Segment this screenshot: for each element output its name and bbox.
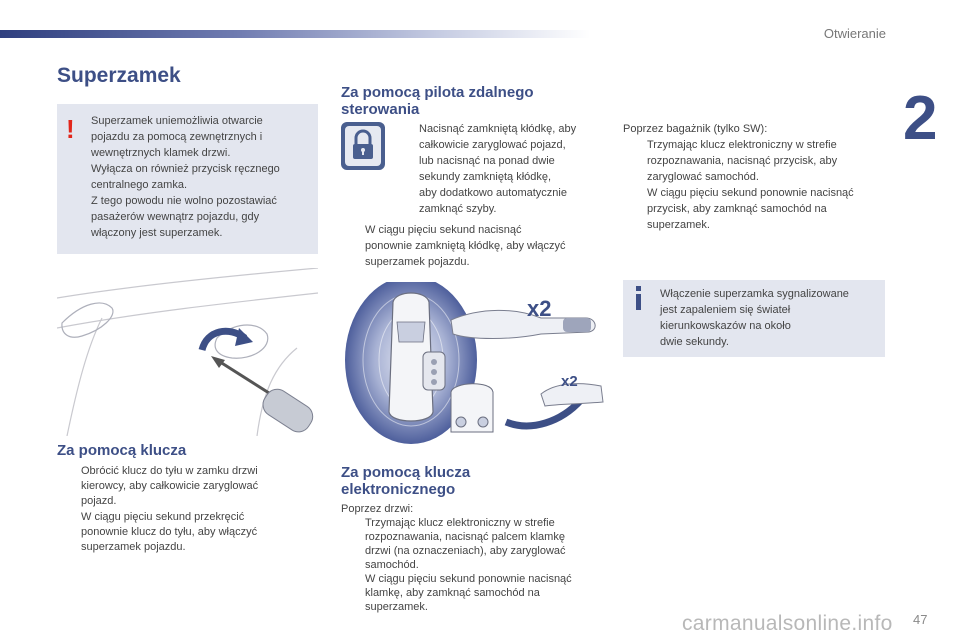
section-name: Otwieranie	[823, 26, 886, 41]
bullet-line: całkowicie zaryglować pojazd,	[419, 139, 566, 151]
car-zone-illustration: x2 x2	[345, 282, 604, 444]
bullet-line: Nacisnąć zamkniętą kłódkę, aby	[419, 123, 577, 135]
bullet-line: zaryglować samochód.	[647, 171, 759, 183]
title-line: elektronicznego	[341, 481, 456, 498]
trunk-section-text: Poprzez bagażnik (tylko SW): Trzymając k…	[623, 121, 885, 233]
bullet-line: kierowcy, aby całkowicie zaryglować	[81, 480, 259, 492]
ekey-intro: Poprzez drzwi:	[341, 503, 414, 515]
remote-bullet-2: W ciągu pięciu sekund nacisnąć ponownie …	[341, 222, 616, 270]
title-line: sterowania	[341, 101, 420, 118]
bullet-line: rozpoznawania, nacisnąć palcem klamkę	[365, 531, 565, 543]
bullet-line: pojazd.	[81, 495, 117, 507]
bullet-line: superzamek pojazdu.	[81, 541, 186, 553]
bullet-line: Trzymając klucz elektroniczny w strefie	[365, 517, 555, 529]
bullet-item: Trzymając klucz elektroniczny w strefie …	[623, 137, 885, 185]
warning-line: wewnętrznych klamek drzwi.	[91, 147, 231, 159]
watermark: carmanualsonline.info	[682, 612, 893, 635]
bullet-line: W ciągu pięciu sekund ponownie nacisnąć	[647, 187, 854, 199]
title-line: Za pomocą pilota zdalnego	[341, 84, 534, 101]
info-line: jest zapaleniem się świateł	[660, 304, 791, 316]
page-number: 47	[913, 612, 928, 627]
warning-box: ! Superzamek uniemożliwia otwarcie pojaz…	[57, 104, 318, 254]
bullet-item: W ciągu pięciu sekund ponownie nacisnąć …	[623, 185, 885, 233]
page-title: Superzamek	[57, 64, 181, 87]
warning-line: pojazdu za pomocą zewnętrznych i	[91, 131, 263, 143]
bullet-item: Trzymając klucz elektroniczny w strefie …	[341, 516, 616, 572]
bullet-line: samochód.	[365, 559, 419, 571]
header-bar	[0, 30, 590, 38]
warning-line: Z tego powodu nie wolno pozostawiać	[91, 195, 277, 207]
remote-bullet-1: Nacisnąć zamkniętą kłódkę, aby całkowici…	[395, 121, 615, 217]
title-line: Za pomocą klucza	[341, 464, 471, 481]
warning-line: Wyłącza on również przycisk ręcznego	[91, 163, 280, 175]
bullet-line: Trzymając klucz elektroniczny w strefie	[647, 139, 837, 151]
bullet-line: rozpoznawania, nacisnąć przycisk, aby	[647, 155, 838, 167]
bullet-item: W ciągu pięciu sekund nacisnąć ponownie …	[341, 222, 616, 270]
exclamation-icon: !	[66, 114, 75, 144]
key-section-text: Obrócić klucz do tyłu w zamku drzwi kier…	[57, 464, 317, 555]
ekey-section-text: Poprzez drzwi: Trzymając klucz elektroni…	[341, 502, 616, 614]
remote-section-title: Za pomocą pilota zdalnego sterowania	[341, 84, 534, 118]
bullet-line: ponownie zamkniętą kłódkę, aby włączyć	[365, 240, 566, 252]
door-key-illustration	[57, 268, 318, 436]
bullet-line: sekundy zamkniętą kłódkę,	[419, 171, 552, 183]
warning-line: włączony jest superzamek.	[91, 227, 223, 239]
key-section-title: Za pomocą klucza	[57, 442, 187, 459]
bullet-line: superzamek pojazdu.	[365, 256, 470, 268]
bullet-line: superzamek.	[365, 601, 428, 613]
bullet-line: zamknąć szyby.	[419, 203, 497, 215]
info-icon	[635, 286, 642, 310]
info-box: Włączenie superzamka sygnalizowane jest …	[623, 280, 885, 357]
bullet-line: lub nacisnąć na ponad dwie	[419, 155, 555, 167]
bullet-line: ponownie klucz do tyłu, aby włączyć	[81, 526, 258, 538]
warning-line: centralnego zamka.	[91, 179, 187, 191]
press-count-label: x2	[561, 373, 578, 390]
warning-line: Superzamek uniemożliwia otwarcie	[91, 115, 263, 127]
chapter-number: 2	[903, 84, 938, 153]
bullet-item: W ciągu pięciu sekund przekręcić ponowni…	[57, 510, 317, 555]
bullet-line: superzamek.	[647, 219, 710, 231]
info-text: Włączenie superzamka sygnalizowane jest …	[660, 286, 882, 350]
bullet-line: aby dodatkowo automatycznie	[419, 187, 567, 199]
bullet-item: Nacisnąć zamkniętą kłódkę, aby całkowici…	[395, 121, 615, 217]
bullet-line: W ciągu pięciu sekund nacisnąć	[365, 224, 522, 236]
warning-line: pasażerów wewnątrz pojazdu, gdy	[91, 211, 260, 223]
bullet-line: klamkę, aby zamknąć samochód na	[365, 587, 540, 599]
trunk-intro: Poprzez bagażnik (tylko SW):	[623, 123, 768, 135]
bullet-line: Obrócić klucz do tyłu w zamku drzwi	[81, 465, 258, 477]
info-line: kierunkowskazów na około	[660, 320, 791, 332]
bullet-line: W ciągu pięciu sekund ponownie nacisnąć	[365, 573, 572, 585]
bullet-item: Obrócić klucz do tyłu w zamku drzwi kier…	[57, 464, 317, 509]
bullet-line: W ciągu pięciu sekund przekręcić	[81, 511, 245, 523]
info-line: dwie sekundy.	[660, 336, 729, 348]
bullet-item: W ciągu pięciu sekund ponownie nacisnąć …	[341, 572, 616, 614]
bullet-line: przycisk, aby zamknąć samochód na	[647, 203, 827, 215]
ekey-section-title: Za pomocą klucza elektronicznego	[341, 464, 470, 498]
warning-text: Superzamek uniemożliwia otwarcie pojazdu…	[91, 113, 313, 241]
info-line: Włączenie superzamka sygnalizowane	[660, 288, 849, 300]
remote-lock-icon	[341, 122, 385, 170]
bullet-line: drzwi (na oznaczeniach), aby zaryglować	[365, 545, 566, 557]
press-count-label: x2	[527, 296, 551, 321]
